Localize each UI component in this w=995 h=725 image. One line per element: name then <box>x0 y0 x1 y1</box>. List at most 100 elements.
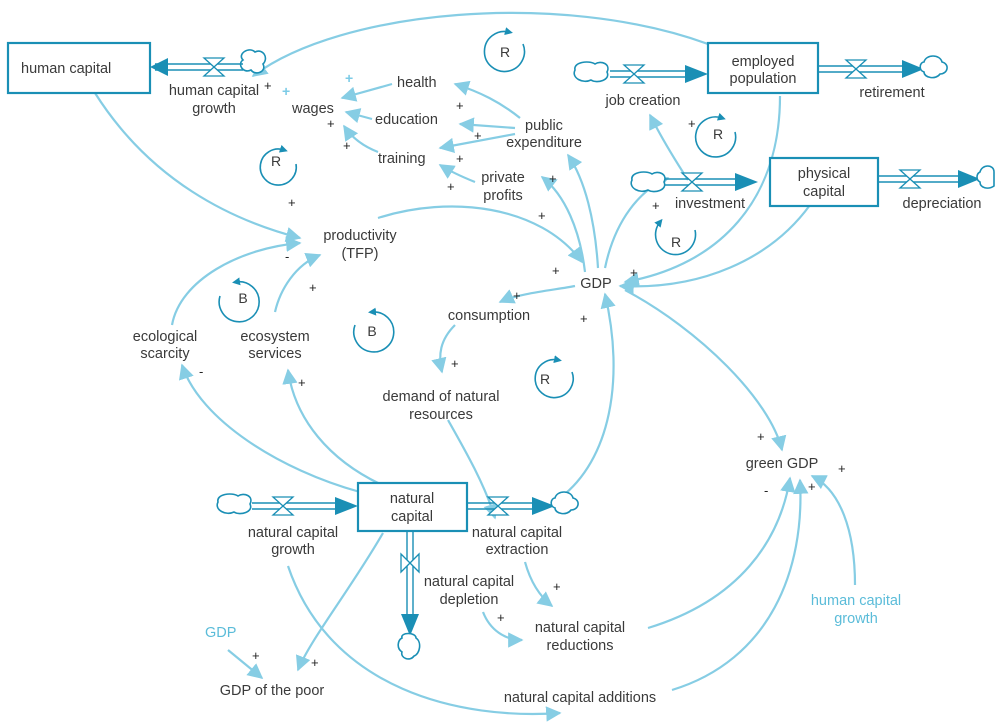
link-gdpshadow-to-gdppoor <box>227 649 264 679</box>
link-gdp-to-consumption <box>498 284 576 304</box>
cloud-ncdepletion <box>397 632 421 660</box>
label-gdp-of-poor: GDP of the poor <box>220 683 325 699</box>
link-gdp-to-privateprofits <box>540 176 587 273</box>
pol-publicexp: + <box>538 208 546 223</box>
pol-wages-training: + <box>343 138 351 153</box>
pol-reductions: + <box>553 579 561 594</box>
pol-reductions-2: + <box>497 610 505 625</box>
pipe-ncgrowth <box>252 502 345 510</box>
label-ncreductions-1: natural capital <box>535 620 625 636</box>
link-humancapital-to-productivity <box>94 92 302 243</box>
label-public-2: expenditure <box>506 135 582 151</box>
label-public-1: public <box>525 118 563 134</box>
pol-training: + <box>456 151 464 166</box>
label-employed-2: population <box>730 71 797 87</box>
pol-health: + <box>456 98 464 113</box>
stock-natural-capital <box>356 481 469 533</box>
link-publicexp-to-health <box>453 80 521 119</box>
loop-r5: R <box>534 355 574 399</box>
link-gdp-to-publicexp <box>567 153 600 269</box>
label-ncextraction-2: extraction <box>486 542 549 558</box>
pipe-hcgrowth <box>155 63 243 71</box>
label-physical-1: physical <box>798 166 850 182</box>
label-job-creation: job creation <box>605 93 681 109</box>
label-ncreductions-2: reductions <box>547 638 614 654</box>
svg-text:B: B <box>238 290 247 306</box>
label-ncdepletion-2: depletion <box>440 592 499 608</box>
label-health: health <box>397 75 437 91</box>
label-investment: investment <box>675 196 745 212</box>
loop-b1: B <box>218 277 260 323</box>
label-employed-1: employed <box>732 54 795 70</box>
pol-gdp-right: + <box>630 265 638 280</box>
label-natural-2: capital <box>391 509 433 525</box>
link-demand-to-extraction <box>447 419 499 520</box>
link-productivity-to-gdp <box>377 205 583 264</box>
pipe-investment <box>665 178 745 186</box>
label-retirement: retirement <box>859 85 924 101</box>
pol-productivity: + <box>288 195 296 210</box>
cloud-depreciation <box>976 165 995 189</box>
label-productivity-1: productivity <box>323 228 397 244</box>
label-training: training <box>378 151 426 167</box>
loop-r4: R <box>654 218 697 256</box>
link-employed-to-hcgrowth <box>251 11 709 77</box>
causal-links <box>94 11 857 722</box>
pol-wages-top: + <box>282 83 290 99</box>
stock-physical-capital <box>768 156 880 208</box>
link-depletion-to-reductions <box>481 611 524 648</box>
pol-ecosystem: + <box>298 375 306 390</box>
svg-text:R: R <box>713 126 723 142</box>
label-ecoscarcity-1: ecological <box>133 329 198 345</box>
label-wages: wages <box>291 101 334 117</box>
pol-wages-health: + <box>345 70 353 86</box>
pipe-ncdepletion <box>406 530 414 622</box>
label-demand-1: demand of natural <box>383 389 500 405</box>
label-depreciation: depreciation <box>903 196 982 212</box>
cloud-investment <box>630 171 666 193</box>
flows <box>150 49 995 660</box>
valve-ncgrowth <box>271 496 295 516</box>
label-ncgrowth-2: growth <box>271 542 315 558</box>
link-natural-to-ecosystem <box>282 368 381 485</box>
cloud-ncextraction <box>550 491 579 515</box>
label-hcgrowth-shadow-2: growth <box>834 611 878 627</box>
label-demand-2: resources <box>409 407 473 423</box>
pol-greengdp-top: + <box>757 429 765 444</box>
link-consumption-to-demand <box>431 324 456 374</box>
label-hcgrowth-1: human capital <box>169 83 259 99</box>
label-ecosystem-2: services <box>248 346 301 362</box>
label-consumption: consumption <box>448 308 530 324</box>
loop-symbols: R R R R R B B <box>218 27 737 399</box>
label-human-capital: human capital <box>21 61 111 77</box>
pipe-jobcreation <box>610 70 695 78</box>
label-hcgrowth-shadow-1: human capital <box>811 593 901 609</box>
label-ncdepletion-1: natural capital <box>424 574 514 590</box>
label-hcgrowth-2: growth <box>192 101 236 117</box>
label-private-1: private <box>481 170 525 186</box>
cloud-hcgrowth <box>239 49 267 74</box>
link-ecoscarcity-to-productivity <box>170 236 302 326</box>
svg-text:R: R <box>271 153 281 169</box>
label-ecoscarcity-2: scarcity <box>140 346 190 362</box>
link-gdp-to-greengdp <box>624 289 787 452</box>
link-growth-to-additions <box>286 565 562 722</box>
label-education: education <box>375 112 438 128</box>
svg-text:R: R <box>540 371 550 387</box>
label-ecosystem-1: ecosystem <box>240 329 309 345</box>
label-natural-1: natural <box>390 491 434 507</box>
link-health-to-wages <box>340 82 393 102</box>
pol-gdp-extraction: + <box>580 311 588 326</box>
cloud-ncgrowth <box>216 493 252 515</box>
pol-gdppoor-left: + <box>252 648 260 663</box>
label-gdp-shadow: GDP <box>205 625 236 641</box>
valve-ncextraction <box>486 496 510 516</box>
pol-greengdp-plus: + <box>808 479 816 494</box>
loop-r1: R <box>483 27 526 73</box>
svg-text:R: R <box>671 234 681 250</box>
loop-b2: B <box>352 307 395 353</box>
link-extraction-to-reductions <box>523 561 554 607</box>
link-privateprofits-to-training <box>438 164 476 184</box>
pol-demand: + <box>451 356 459 371</box>
